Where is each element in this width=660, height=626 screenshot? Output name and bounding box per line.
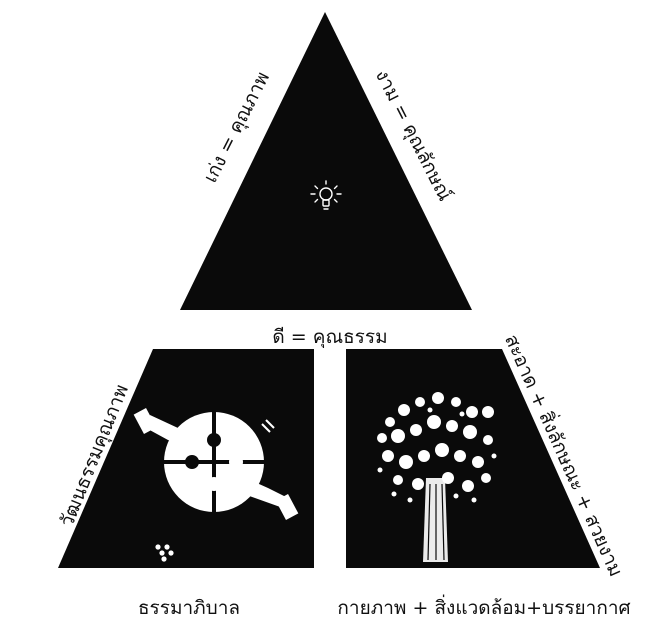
center-label: ดี = คุณธรรม (272, 326, 387, 349)
bottom-right-label: กายภาพ + สิ่งแวดล้อม+บรรยากาศ (337, 594, 630, 619)
bottom-left-label: ธรรมาภิบาล (138, 597, 240, 619)
